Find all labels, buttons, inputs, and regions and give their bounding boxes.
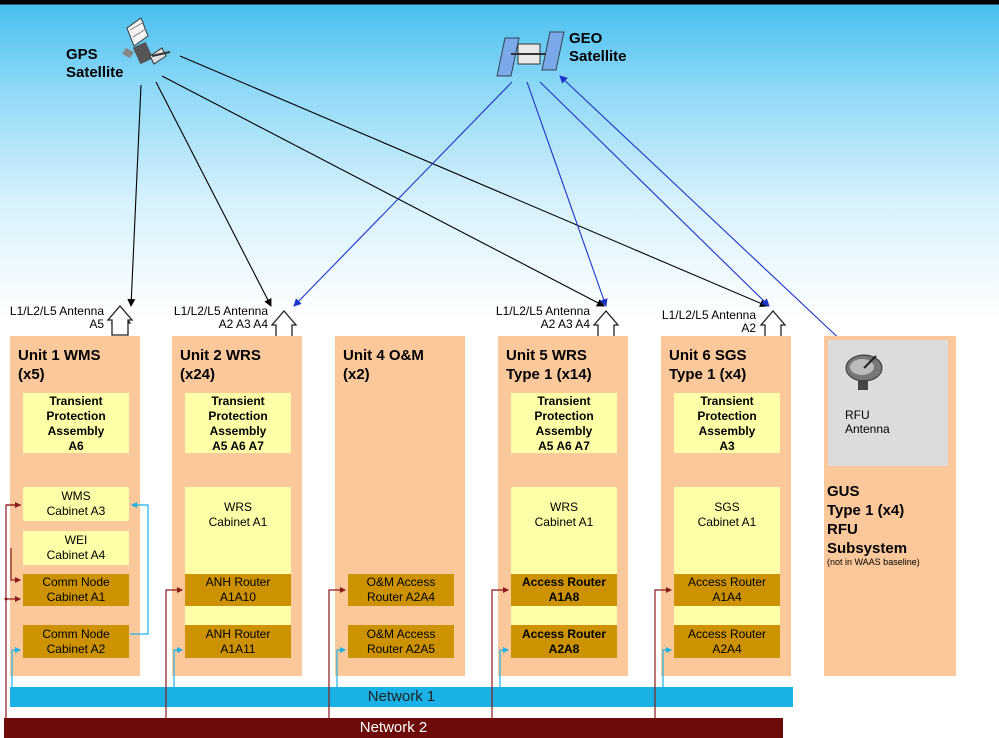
unit1-comm-node-a1: Comm Node Cabinet A1 bbox=[23, 574, 129, 606]
gps-satellite-icon bbox=[122, 17, 171, 65]
unit1-comm-node-a2: Comm Node Cabinet A2 bbox=[23, 625, 129, 658]
antenna-label-unit1: L1/L2/L5 Antenna A5 bbox=[0, 305, 104, 331]
unit5-title: Unit 5 WRS Type 1 (x14) bbox=[506, 347, 592, 383]
network-1-bar: Network 1 bbox=[10, 687, 793, 707]
antenna-label-line2: A2 A3 A4 bbox=[540, 317, 590, 331]
rfu-antenna-box: RFU Antenna bbox=[828, 340, 948, 466]
antenna-label-line1: L1/L2/L5 Antenna bbox=[9, 304, 104, 318]
unit2-anh-router-a1a10: ANH Router A1A10 bbox=[185, 574, 291, 606]
unit6-sgs-panel: Unit 6 SGS Type 1 (x4) Transient Protect… bbox=[661, 336, 791, 676]
gus-note: (not in WAAS baseline) bbox=[827, 557, 920, 567]
dish-antenna-icon bbox=[845, 354, 883, 390]
unit5-cabinet-gap bbox=[511, 606, 617, 626]
unit4-om-router-a2a5: O&M Access Router A2A5 bbox=[348, 625, 454, 658]
unit6-access-router-a2a4: Access Router A2A4 bbox=[674, 625, 780, 658]
gus-title: GUS Type 1 (x4) RFU Subsystem bbox=[827, 483, 908, 557]
unit1-wms-panel: Unit 1 WMS (x5) Transient Protection Ass… bbox=[10, 336, 140, 676]
unit1-wms-cabinet: WMS Cabinet A3 bbox=[23, 487, 129, 521]
antenna-label-line2: A2 A3 A4 bbox=[218, 317, 268, 331]
unit5-wrs-cabinet: WRS Cabinet A1 bbox=[511, 487, 617, 575]
unit4-om-panel: Unit 4 O&M (x2) O&M Access Router A2A4 O… bbox=[335, 336, 465, 676]
unit2-wrs-panel: Unit 2 WRS (x24) Transient Protection As… bbox=[172, 336, 302, 676]
unit5-access-router-a2a8: Access Router A2A8 bbox=[511, 625, 617, 658]
antenna-label-line1: L1/L2/L5 Antenna bbox=[495, 304, 590, 318]
gus-rfu-panel: RFU Antenna GUS Type 1 (x4) RFU Subsyste… bbox=[824, 336, 956, 676]
unit5-transient-protection: Transient Protection Assembly A5 A6 A7 bbox=[511, 393, 617, 453]
unit5-access-router-a1a8: Access Router A1A8 bbox=[511, 574, 617, 606]
geo-satellite-label: GEO Satellite bbox=[569, 30, 627, 65]
geo-satellite-icon bbox=[496, 31, 565, 77]
unit6-access-router-a1a4: Access Router A1A4 bbox=[674, 574, 780, 606]
rfu-antenna-label: RFU Antenna bbox=[845, 408, 890, 436]
unit6-transient-protection: Transient Protection Assembly A3 bbox=[674, 393, 780, 453]
unit2-cabinet-gap bbox=[185, 606, 291, 626]
antenna-label-line1: L1/L2/L5 Antenna bbox=[173, 304, 268, 318]
antenna-label-unit2: L1/L2/L5 Antenna A2 A3 A4 bbox=[158, 305, 268, 331]
unit2-title: Unit 2 WRS (x24) bbox=[180, 347, 261, 383]
gps-satellite-label: GPS Satellite bbox=[66, 46, 124, 81]
network-2-bar: Network 2 bbox=[4, 718, 783, 738]
unit6-title: Unit 6 SGS Type 1 (x4) bbox=[669, 347, 747, 383]
antenna-icons bbox=[106, 305, 787, 341]
unit1-transient-protection: Transient Protection Assembly A6 bbox=[23, 393, 129, 453]
unit2-wrs-cabinet: WRS Cabinet A1 bbox=[185, 487, 291, 575]
antenna-label-line2: A5 bbox=[89, 317, 104, 331]
unit6-sgs-cabinet: SGS Cabinet A1 bbox=[674, 487, 780, 575]
unit1-title: Unit 1 WMS (x5) bbox=[18, 347, 101, 383]
unit4-title: Unit 4 O&M (x2) bbox=[343, 347, 424, 383]
unit1-wei-cabinet: WEI Cabinet A4 bbox=[23, 531, 129, 565]
antenna-label-line2: A2 bbox=[741, 321, 756, 335]
unit2-anh-router-a1a11: ANH Router A1A11 bbox=[185, 625, 291, 658]
antenna-label-unit5: L1/L2/L5 Antenna A2 A3 A4 bbox=[480, 305, 590, 331]
antenna-label-line1: L1/L2/L5 Antenna bbox=[661, 308, 756, 322]
antenna-label-unit6: L1/L2/L5 Antenna A2 bbox=[646, 309, 756, 335]
unit4-om-router-a2a4: O&M Access Router A2A4 bbox=[348, 574, 454, 606]
unit2-transient-protection: Transient Protection Assembly A5 A6 A7 bbox=[185, 393, 291, 453]
unit6-cabinet-gap bbox=[674, 606, 780, 626]
unit5-wrs-panel: Unit 5 WRS Type 1 (x14) Transient Protec… bbox=[498, 336, 628, 676]
